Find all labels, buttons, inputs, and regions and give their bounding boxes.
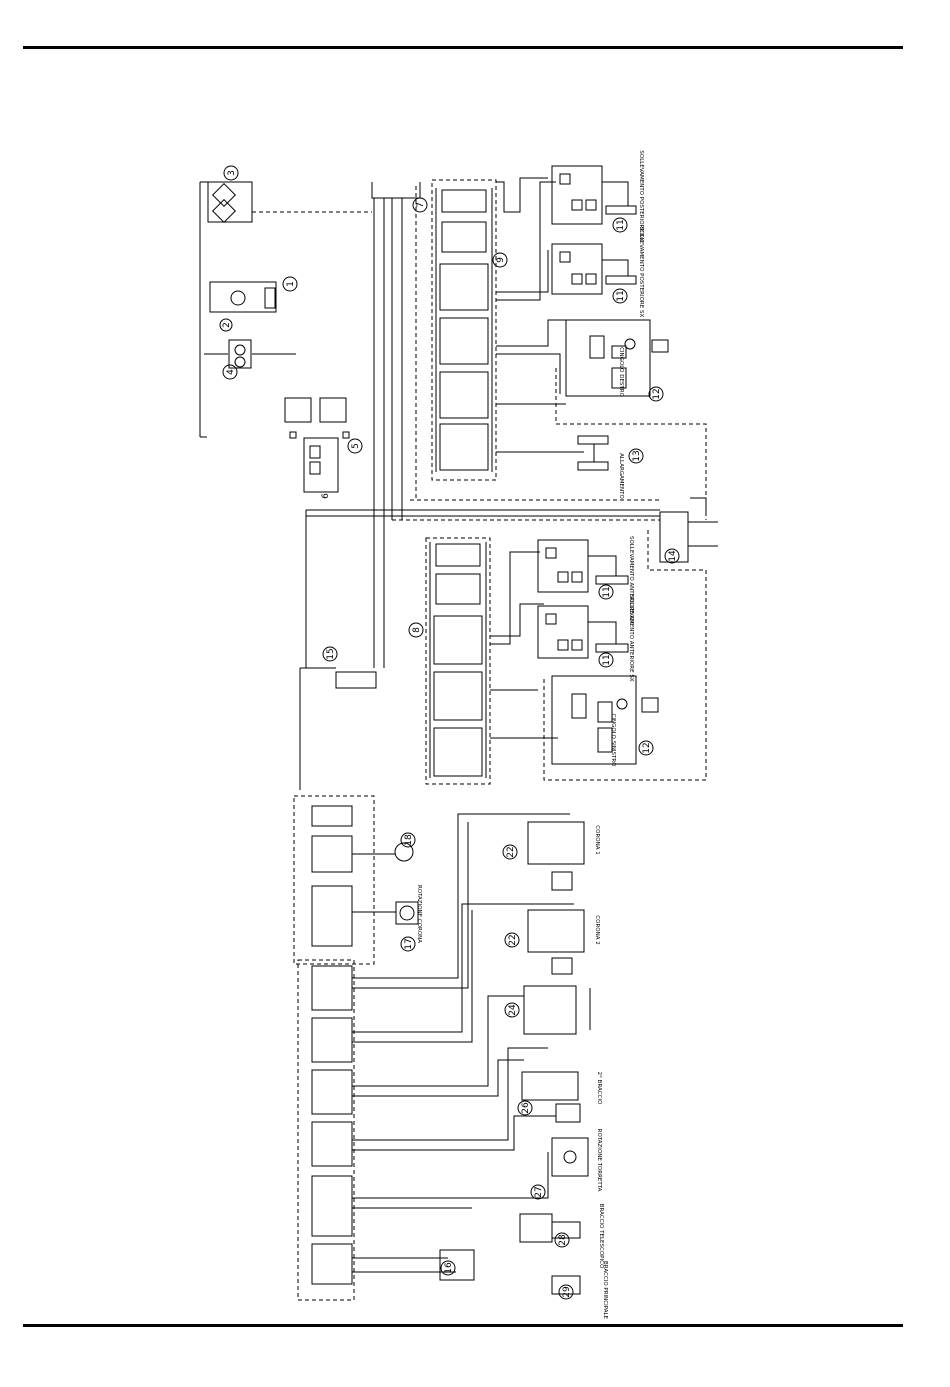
callout-1: 1 xyxy=(286,281,296,287)
top-rule xyxy=(23,46,903,49)
caption-braccio-telescopico: BRACCIO TELESCOPICO xyxy=(598,1204,604,1269)
callout-3: 3 xyxy=(227,170,237,176)
callout-17: 17 xyxy=(404,938,414,949)
callout-11-a: 11 xyxy=(616,219,626,230)
callout-11-b: 11 xyxy=(616,290,626,301)
callout-5: 5 xyxy=(351,443,361,449)
caption-rotazione-corona: ROTAZIONE CORONA xyxy=(416,885,422,943)
caption-rotazione-torretta: ROTAZIONE TORRETTA xyxy=(596,1129,602,1192)
callout-22-a: 22 xyxy=(506,846,516,857)
callout-14: 14 xyxy=(668,550,678,562)
bottom-rule xyxy=(23,1324,903,1327)
caption-cingolo-destro: CINGOLO DESTRO xyxy=(618,347,624,397)
callout-15: 15 xyxy=(326,648,336,659)
callout-18: 18 xyxy=(404,834,414,846)
callout-12-b: 12 xyxy=(642,742,652,753)
caption-corona-2: CORONA 2 xyxy=(594,915,600,944)
callout-22-b: 22 xyxy=(508,934,518,945)
callout-6: 6 xyxy=(321,493,331,499)
caption-sollevamento-ant-dx: SOLLEVAMENTO ANTERIORE DX xyxy=(628,536,634,624)
callout-16: 16 xyxy=(444,1262,454,1274)
caption-sollevamento-post-dx: SOLLEVAMENTO POSTERIORE DX xyxy=(638,150,644,241)
callout-26: 26 xyxy=(521,1102,531,1114)
caption-corona-1: CORONA 1 xyxy=(594,825,600,854)
callout-7: 7 xyxy=(416,202,426,208)
callout-11-d: 11 xyxy=(602,654,612,665)
caption-sollevamento-post-sx: SOLLEVAMENTO POSTERIORE SX xyxy=(638,227,644,318)
caption-allargamento: ALLARGAMENTO xyxy=(618,453,624,499)
caption-sollevamento-ant-sx: SOLLEVAMENTO ANTERIORE SX xyxy=(628,594,634,681)
caption-2-braccio: 2° BRACCIO xyxy=(596,1072,602,1105)
callout-29: 29 xyxy=(562,1286,572,1298)
callout-2: 2 xyxy=(222,322,232,328)
callout-11-c: 11 xyxy=(602,586,612,597)
callout-28: 28 xyxy=(558,1234,568,1246)
callout-8: 8 xyxy=(412,627,422,633)
callout-13: 13 xyxy=(632,450,642,461)
caption-cingolo-sinistro: CINGOLO SINISTRO xyxy=(610,714,616,768)
callout-27: 27 xyxy=(534,1186,544,1197)
callout-4: 4 xyxy=(226,369,236,375)
caption-braccio-principale: BRACCIO PRINCIPALE xyxy=(602,1261,608,1320)
callout-9: 9 xyxy=(496,257,506,263)
callout-24: 24 xyxy=(508,1004,518,1016)
callout-12-a: 12 xyxy=(652,388,662,399)
